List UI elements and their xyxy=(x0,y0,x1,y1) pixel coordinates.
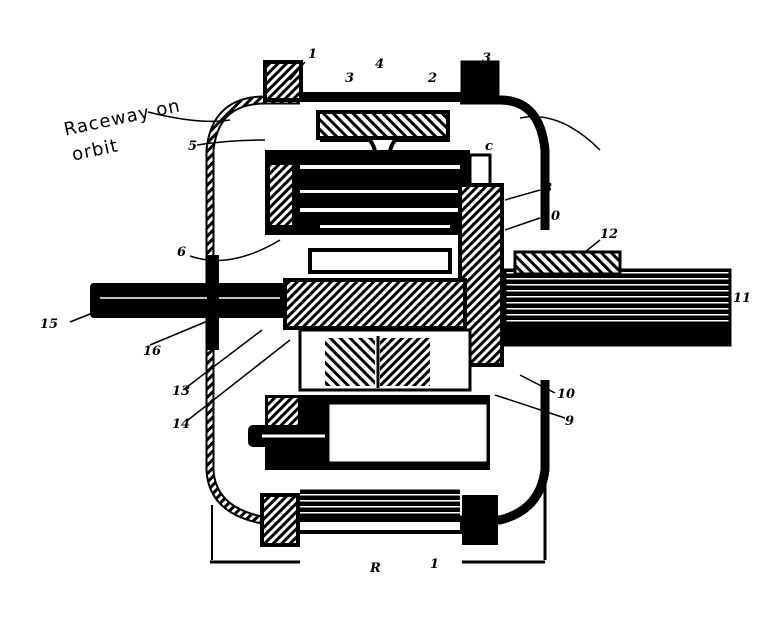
part-label: 14 xyxy=(172,418,190,431)
part-label: R xyxy=(370,562,381,575)
part-label: 15 xyxy=(40,318,58,331)
central-core xyxy=(285,250,465,328)
top-flanges xyxy=(265,62,498,160)
part-label: 1 xyxy=(308,48,317,61)
part-label: 5 xyxy=(188,140,197,153)
part-label: 9 xyxy=(565,415,574,428)
left-shaft xyxy=(90,255,290,350)
part-label: 8 xyxy=(543,182,552,195)
part-label: 3 xyxy=(345,72,354,85)
part-label: 2 xyxy=(428,72,437,85)
right-shaft xyxy=(505,252,730,345)
part-label: 13 xyxy=(172,385,190,398)
part-label: 12 xyxy=(600,228,618,241)
stator xyxy=(300,330,470,390)
part-label: 11 xyxy=(733,292,751,305)
part-label: 16 xyxy=(143,345,161,358)
part-label: 1 xyxy=(430,558,439,571)
part-label: 4 xyxy=(375,58,384,71)
part-label: 6 xyxy=(177,246,186,259)
lower-cylinder xyxy=(248,395,490,470)
rotor-block xyxy=(265,150,490,235)
part-label: c xyxy=(485,140,493,153)
part-label: 10 xyxy=(542,210,560,223)
part-label: 3 xyxy=(482,52,491,65)
part-label: 10 xyxy=(557,388,575,401)
